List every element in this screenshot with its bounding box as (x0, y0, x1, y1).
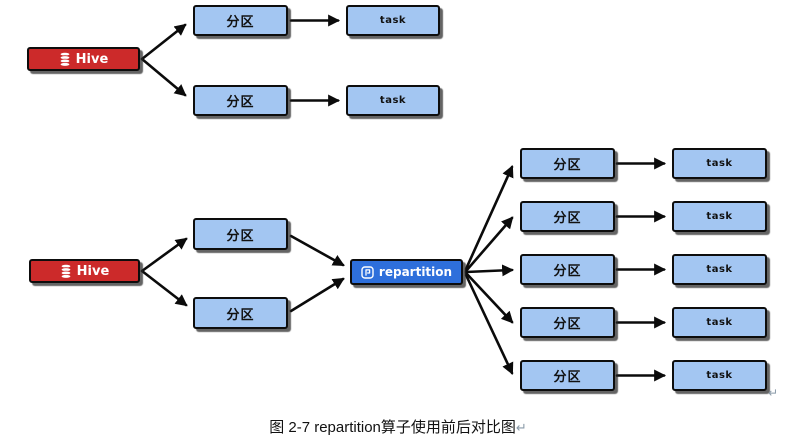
partition-before-2: 分区 (193, 85, 288, 116)
repartition-label: repartition (378, 265, 453, 279)
partition-label: 分区 (226, 15, 255, 30)
partition-output-4: 分区 (520, 307, 615, 338)
repartition-operator: repartition (350, 259, 463, 285)
task-output-1: task (672, 148, 767, 179)
figure-caption: 图 2-7 repartition算子使用前后对比图↵ (0, 416, 796, 437)
partition-label: 分区 (553, 370, 582, 385)
database-icon (59, 51, 71, 67)
hive-source-after: Hive (29, 259, 140, 283)
partition-output-2: 分区 (520, 201, 615, 232)
task-before-1: task (346, 5, 440, 36)
paragraph-mark: ↵ (768, 386, 779, 400)
figure-caption-text: 图 2-7 repartition算子使用前后对比图 (269, 419, 516, 436)
partition-label: 分区 (553, 317, 582, 332)
task-output-5: task (672, 360, 767, 391)
partition-label: 分区 (553, 264, 582, 279)
partition-input-1: 分区 (193, 218, 288, 250)
task-label: task (706, 317, 733, 328)
task-before-2: task (346, 85, 440, 116)
task-label: task (379, 95, 407, 106)
hive-label: Hive (75, 51, 109, 67)
paragraph-mark: ↵ (515, 420, 527, 435)
task-label: task (706, 158, 733, 169)
partition-input-2: 分区 (193, 297, 288, 329)
hive-label: Hive (76, 263, 110, 279)
partition-label: 分区 (226, 95, 255, 110)
task-label: task (706, 211, 733, 222)
partition-label: 分区 (553, 211, 582, 226)
database-icon (60, 263, 72, 279)
task-label: task (379, 15, 407, 26)
partition-output-5: 分区 (520, 360, 615, 391)
partition-before-1: 分区 (193, 5, 288, 36)
hive-source-before: Hive (27, 47, 140, 71)
flag-icon (361, 265, 374, 279)
task-output-2: task (672, 201, 767, 232)
task-output-4: task (672, 307, 767, 338)
partition-output-1: 分区 (520, 148, 615, 179)
partition-label: 分区 (226, 228, 255, 244)
task-output-3: task (672, 254, 767, 285)
task-label: task (706, 264, 733, 275)
partition-output-3: 分区 (520, 254, 615, 285)
partition-label: 分区 (553, 158, 582, 173)
partition-label: 分区 (226, 307, 255, 323)
task-label: task (706, 370, 733, 381)
